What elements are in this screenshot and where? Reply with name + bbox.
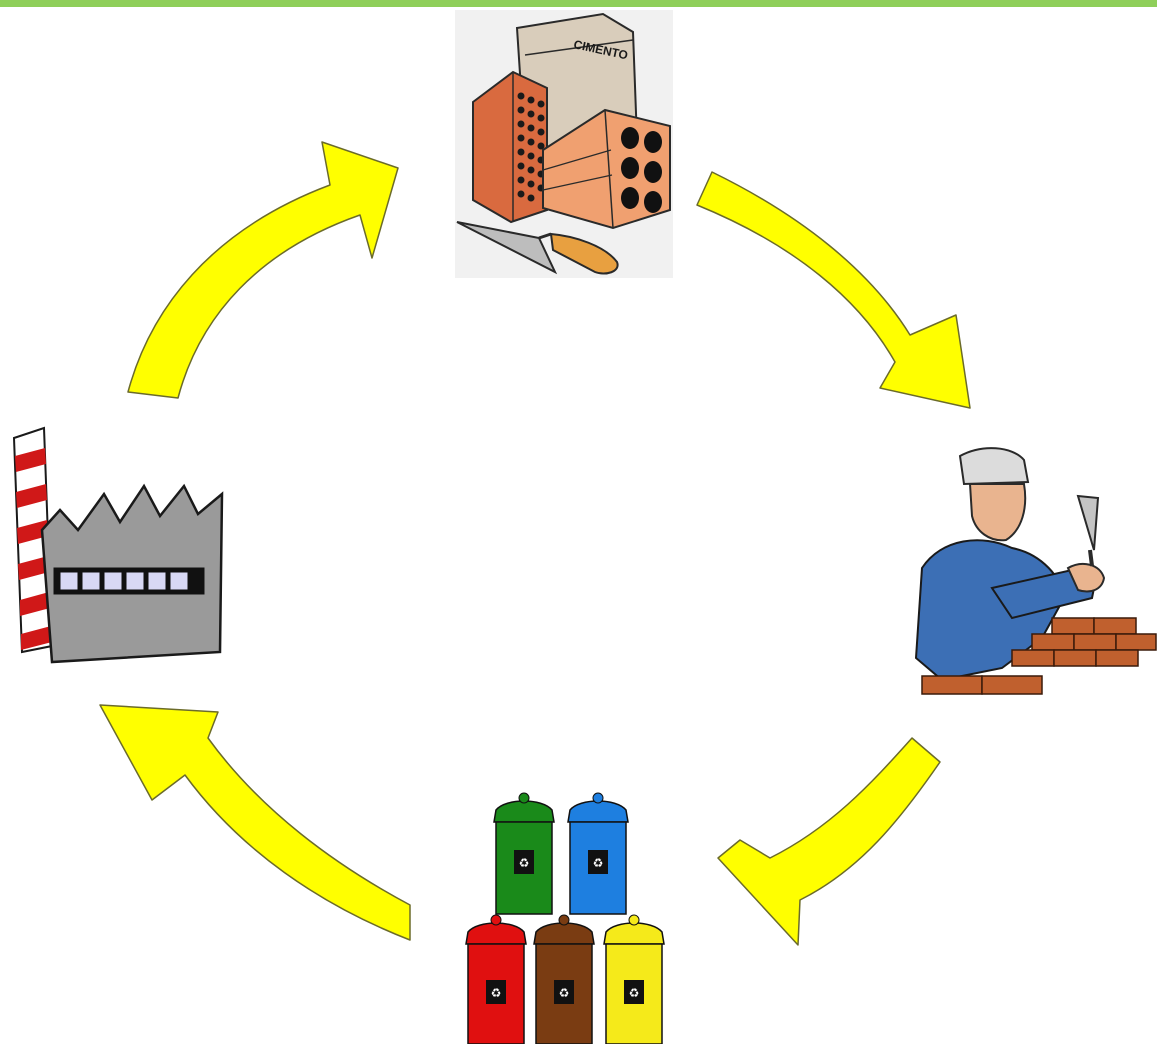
brown-bin: ♻: [533, 914, 595, 1044]
hollow-brick-icon: [542, 108, 671, 230]
arrow-factory-to-materials: [127, 141, 399, 399]
yellow-bin: ♻: [603, 914, 665, 1044]
red-bin: ♻: [465, 914, 527, 1044]
construction-node: [882, 438, 1157, 700]
recycling-bins-icon: ♻ ♻ ♻: [465, 792, 665, 1044]
recycling-bins-node: ♻ ♻ ♻: [465, 792, 665, 1044]
bricklayer-worker-icon: [914, 447, 1157, 695]
svg-text:♻: ♻: [519, 856, 530, 870]
svg-text:♻: ♻: [559, 986, 570, 1000]
green-bin: ♻: [493, 792, 555, 915]
factory-node: [12, 426, 224, 664]
arrow-materials-to-construction: [696, 171, 971, 409]
building-materials-node: CIMENTO: [455, 10, 673, 278]
top-accent-bar: [0, 0, 1157, 7]
cycle-arrows: [99, 141, 971, 946]
perforated-brick-icon: [472, 70, 548, 224]
blue-bin: ♻: [567, 792, 629, 915]
svg-text:♻: ♻: [629, 986, 640, 1000]
trowel-icon: [456, 221, 619, 275]
svg-text:♻: ♻: [491, 986, 502, 1000]
arrow-construction-to-bins: [717, 737, 941, 946]
arrow-bins-to-factory: [99, 704, 411, 941]
factory-icon: [12, 426, 224, 664]
svg-text:♻: ♻: [593, 856, 604, 870]
